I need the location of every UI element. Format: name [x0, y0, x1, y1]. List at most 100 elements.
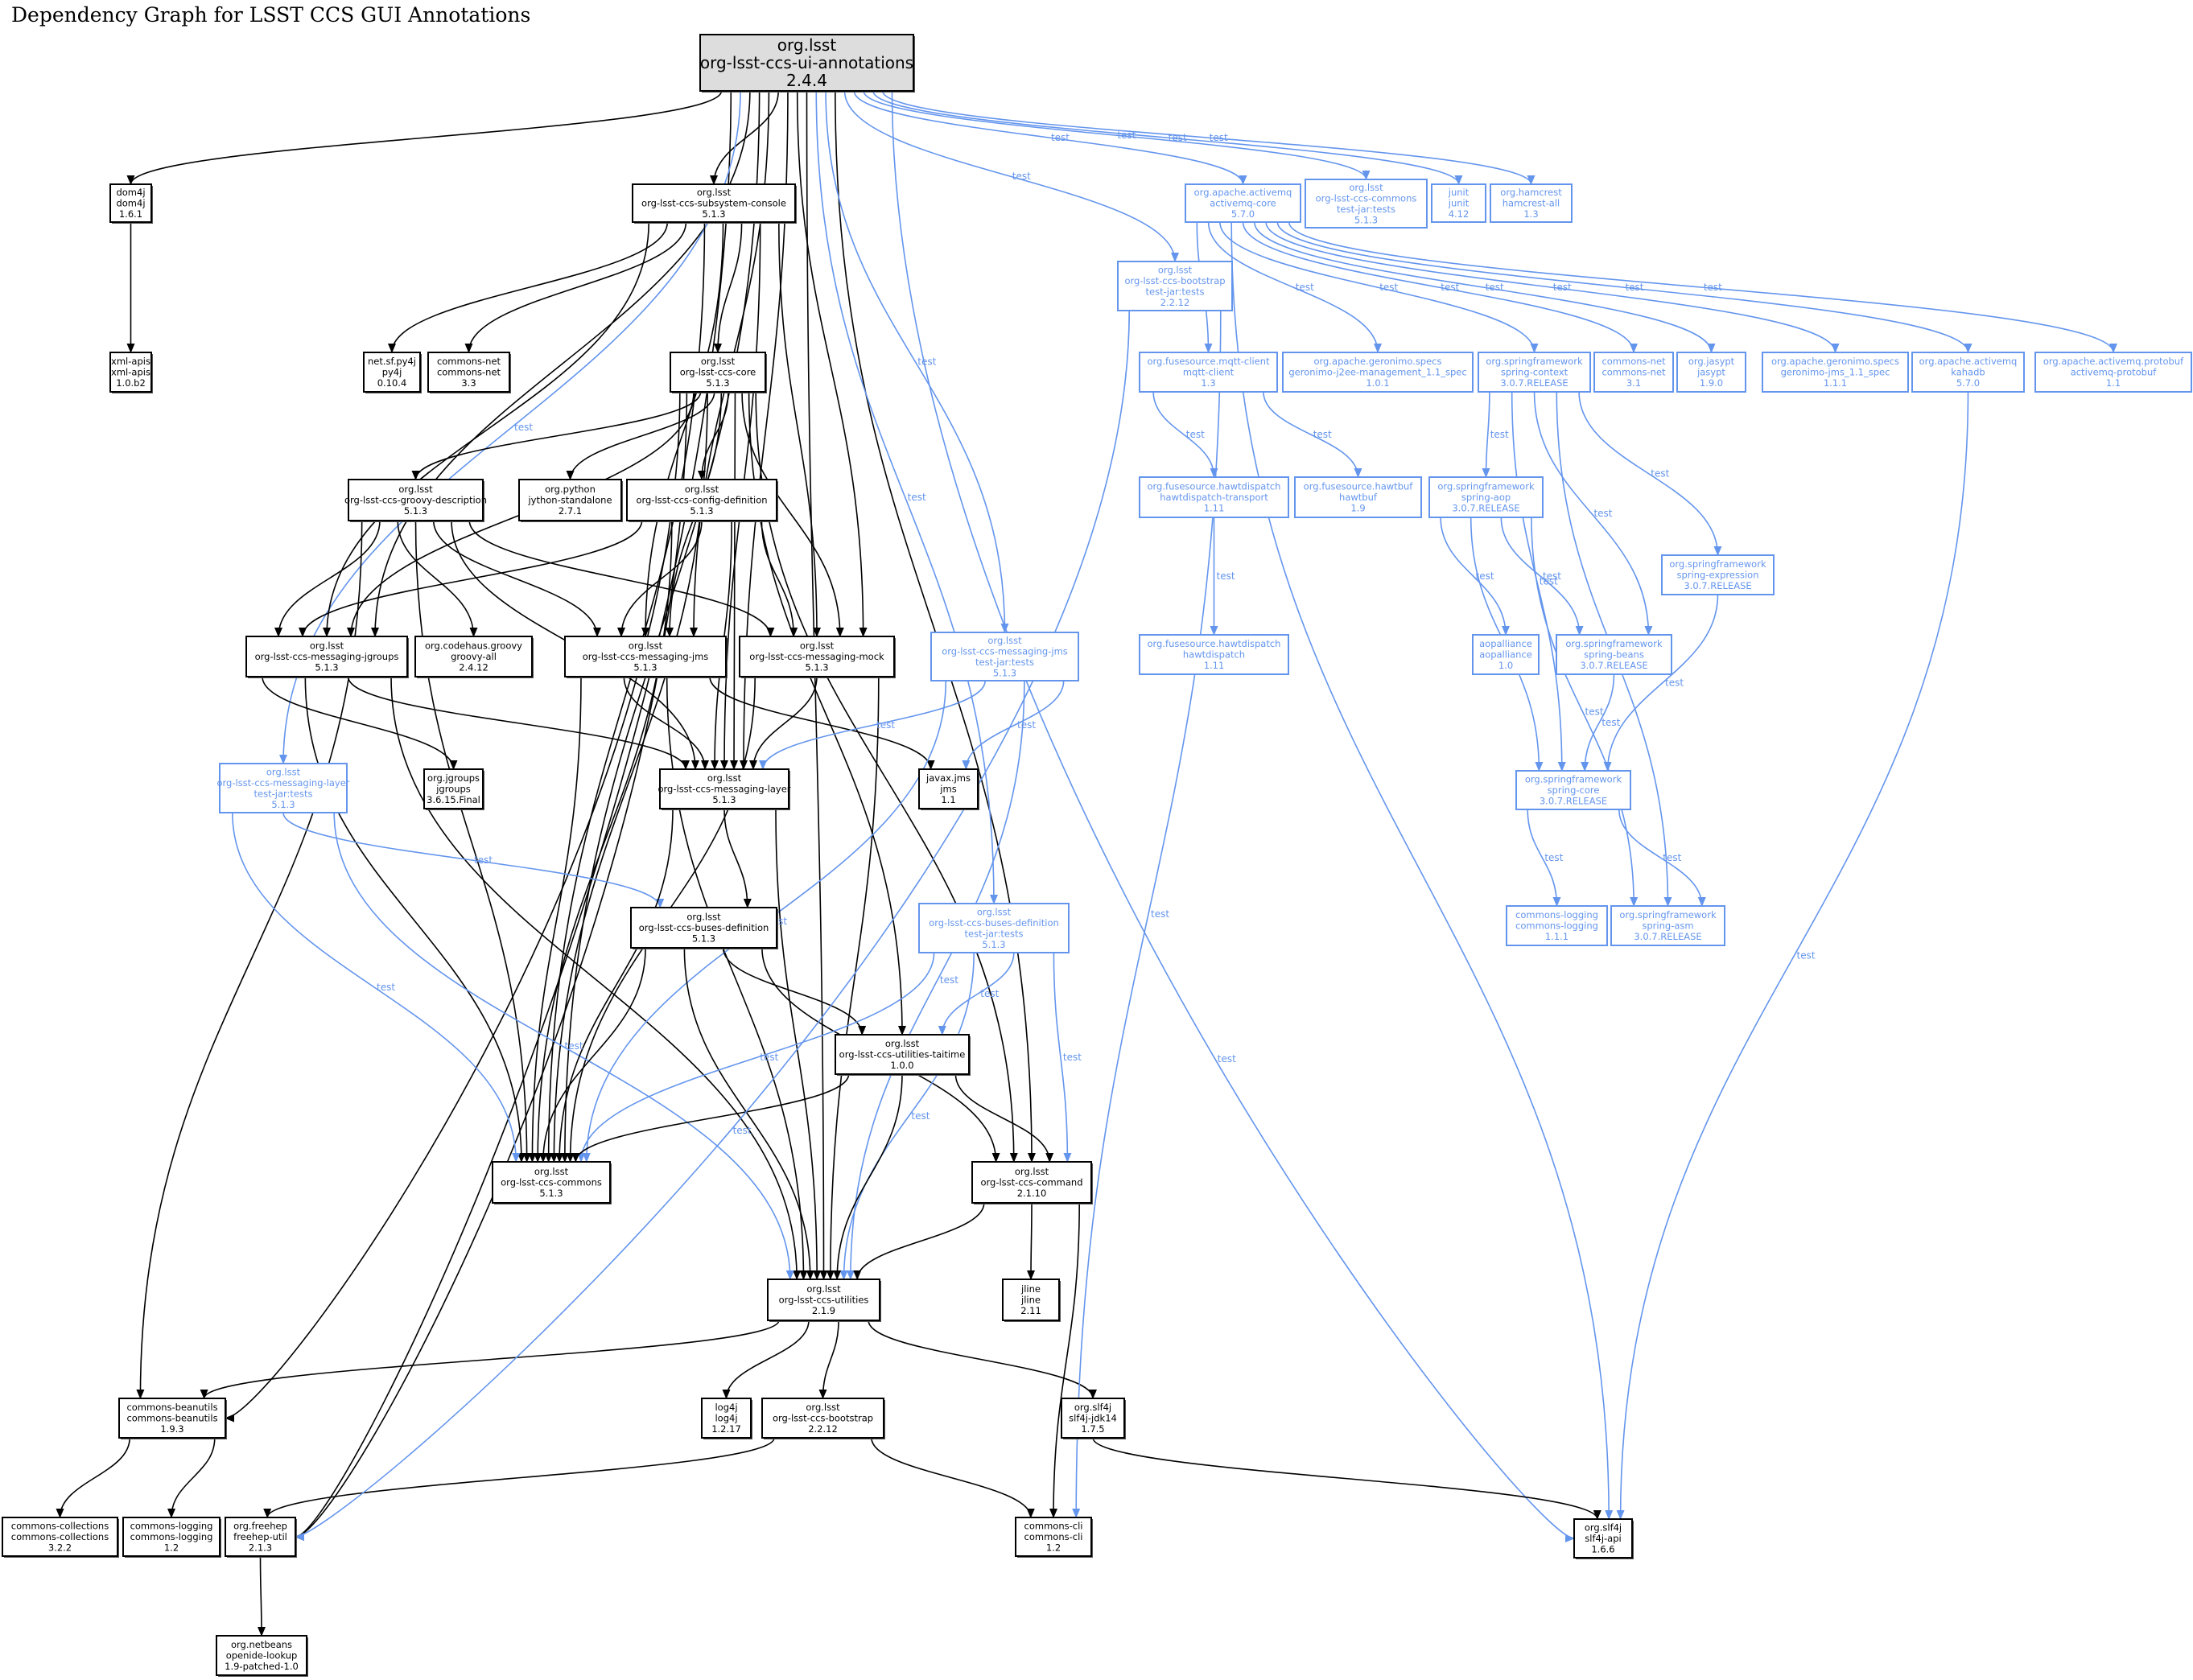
node-version: 2.1.10 — [1017, 1188, 1047, 1199]
node-springaop[interactable]: org.springframeworkspring-aop3.0.7.RELEA… — [1428, 476, 1544, 518]
node-version: 3.3 — [461, 377, 476, 389]
node-groovydesc[interactable]: org.lsstorg-lsst-ccs-groovy-description5… — [344, 479, 487, 522]
edge-bootstrap-to-cli — [871, 1437, 1035, 1518]
node-hdtransport[interactable]: org.fusesource.hawtdispatchhawtdispatch-… — [1139, 476, 1289, 518]
node-springasm[interactable]: org.springframeworkspring-asm3.0.7.RELEA… — [1610, 905, 1725, 946]
node-subconsole[interactable]: org.lsstorg-lsst-ccs-subsystem-console5.… — [632, 183, 797, 224]
node-artifact-id: commons-beanutils — [126, 1413, 217, 1424]
node-version: 3.0.7.RELEASE — [1452, 503, 1519, 514]
node-group-id: log4j — [715, 1402, 737, 1413]
edge-label-test: test — [1217, 570, 1235, 582]
node-version: 1.0.b2 — [116, 377, 146, 389]
node-group-id: org.apache.activemq — [1919, 356, 2018, 367]
edge-subconsole-to-jgroupsmsg — [323, 221, 649, 637]
node-artifact-id: jasypt — [1696, 367, 1725, 378]
node-artifact-id: commons-cli — [1024, 1531, 1083, 1542]
node-version: 1.1.1 — [1824, 377, 1847, 389]
node-protobuf[interactable]: org.apache.activemq.protobufactivemq-pro… — [2034, 352, 2192, 393]
node-buses[interactable]: org.lsstorg-lsst-ccs-buses-definition5.1… — [630, 907, 778, 949]
node-layertest[interactable]: org.lsstorg-lsst-ccs-messaging-layertest… — [216, 763, 350, 813]
node-box — [1305, 179, 1428, 229]
node-layer[interactable]: org.lsstorg-lsst-ccs-messaging-layer5.1.… — [657, 768, 791, 810]
node-netbeans[interactable]: org.netbeansopenide-lookup1.9-patched-1.… — [216, 1635, 308, 1677]
node-artifact-id: org-lsst-ccs-messaging-jms — [583, 651, 709, 662]
edge-buses-to-commons — [538, 947, 646, 1163]
node-collections[interactable]: commons-collectionscommons-collections3.… — [2, 1517, 119, 1558]
node-version: 5.1.3 — [633, 662, 657, 673]
node-artifact-id: activemq-core — [1210, 198, 1276, 209]
node-group-id: org.lsst — [266, 766, 301, 777]
node-hawtdispatch[interactable]: org.fusesource.hawtdispatchhawtdispatch1… — [1139, 634, 1289, 675]
node-springexpr[interactable]: org.springframeworkspring-expression3.0.… — [1661, 554, 1775, 595]
node-taitime[interactable]: org.lsstorg-lsst-ccs-utilities-taitime1.… — [835, 1034, 971, 1076]
node-box — [1490, 183, 1573, 223]
node-version: 1.2 — [164, 1542, 179, 1554]
node-group-id: jline — [1020, 1283, 1041, 1295]
node-springctx[interactable]: org.springframeworkspring-context3.0.7.R… — [1478, 352, 1591, 393]
node-artifact-id: aopalliance — [1479, 649, 1532, 661]
edge-mockmsg-to-layer — [749, 676, 818, 770]
edge-core-to-configdef — [698, 391, 729, 480]
node-artifact-id: spring-aop — [1461, 492, 1511, 503]
node-artifact-id: org-lsst-ccs-messaging-jgroups — [255, 651, 399, 662]
edge-label-test: test — [377, 982, 395, 993]
edge-label-test: test — [1543, 570, 1561, 582]
node-bootstraptest[interactable]: org.lsstorg-lsst-ccs-bootstraptest-jar:t… — [1117, 261, 1233, 311]
edge-layertest-to-utilities — [333, 812, 794, 1280]
node-jmstest[interactable]: org.lsstorg-lsst-ccs-messaging-jmstest-j… — [930, 632, 1079, 681]
node-group-id: org.slf4j — [1074, 1402, 1111, 1413]
node-version: 1.3 — [1201, 377, 1215, 389]
node-artifact-id: dom4j — [116, 198, 145, 209]
node-springcore[interactable]: org.springframeworkspring-core3.0.7.RELE… — [1515, 770, 1631, 810]
node-jgroupsmsg[interactable]: org.lsstorg-lsst-ccs-messaging-jgroups5.… — [245, 636, 409, 678]
node-artifact-id: spring-expression — [1677, 570, 1759, 581]
node-busestest[interactable]: org.lsstorg-lsst-ccs-buses-definitiontes… — [918, 903, 1070, 953]
node-configdef[interactable]: org.lsstorg-lsst-ccs-config-definition5.… — [626, 479, 778, 522]
node-artifact-id: org-lsst-ccs-buses-definition — [639, 922, 769, 933]
edge-springctx-to-springexpr — [1578, 391, 1722, 556]
node-commonstest[interactable]: org.lsstorg-lsst-ccs-commonstest-jar:tes… — [1305, 179, 1428, 229]
node-geronimojms[interactable]: org.apache.geronimo.specsgeronimo-jms_1.… — [1762, 352, 1909, 393]
node-j2eemgmt[interactable]: org.apache.geronimo.specsgeronimo-j2ee-m… — [1282, 352, 1474, 393]
edge-command-to-cli — [1049, 1202, 1080, 1518]
node-box — [1506, 905, 1608, 946]
node-version: 2.1.3 — [249, 1542, 272, 1554]
edge-label-test: test — [760, 1052, 778, 1063]
node-springbeans[interactable]: org.springframeworkspring-beans3.0.7.REL… — [1556, 634, 1672, 675]
